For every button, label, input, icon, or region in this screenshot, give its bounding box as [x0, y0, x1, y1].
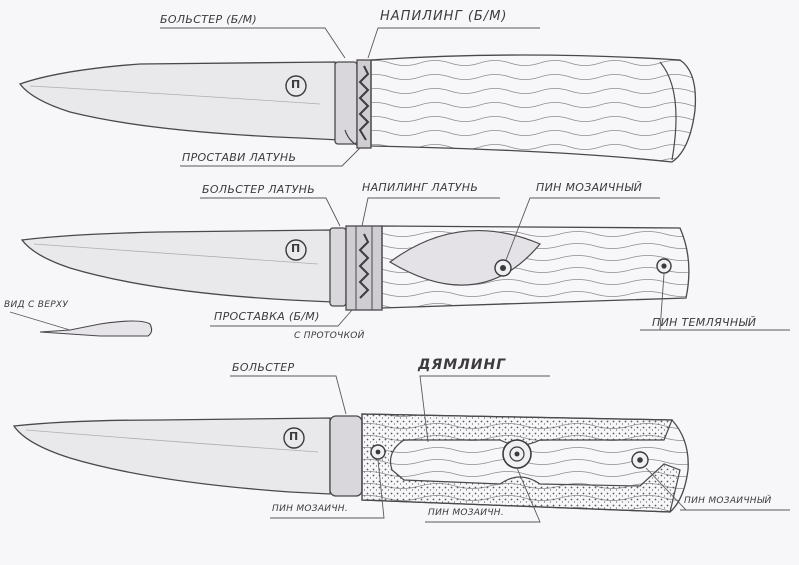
knife-1-spacer-bottom-label: ПРОСТАВИ ЛАТУНЬ — [182, 151, 297, 164]
knife-1-spacer-top-label: НАПИЛИНГ (Б/М) — [380, 9, 508, 24]
knife-3-bolster — [329, 415, 363, 497]
knife-2-mosaic-pin-label: ПИН МОЗАИЧНЫЙ — [536, 181, 643, 194]
knife-3-stamp: П — [289, 430, 299, 443]
knife-2-stamp-circle — [285, 239, 307, 261]
knife-2-top-view-label: ВИД С ВЕРХУ — [4, 300, 69, 310]
knife-2-spacer — [345, 225, 383, 311]
knife-2-stamp: П — [291, 242, 301, 255]
knife-2-spacer-top-label: НАПИЛИНГ ЛАТУНЬ — [362, 181, 479, 194]
knife-2-lanyard-pin-label: ПИН ТЕМЛЯЧНЫЙ — [652, 316, 757, 329]
knife-1-handle — [370, 54, 697, 163]
knife-3-damascus-label: ДЯМЛИНГ — [418, 357, 507, 373]
knife-2-spacer-bottom-sub: С ПРОТОЧКОЙ — [294, 331, 365, 341]
knife-1-stamp: П — [291, 78, 301, 91]
knife-1-bolster-label: БОЛЬСТЕР (Б/М) — [160, 13, 258, 26]
knife-1 — [18, 27, 697, 167]
knife-3-bolster-label: БОЛЬСТЕР — [232, 361, 295, 374]
knife-2-blade — [20, 229, 333, 303]
knife-2-bolster-label: БОЛЬСТЕР ЛАТУНЬ — [202, 183, 316, 196]
knife-2-bolster — [329, 227, 347, 307]
knife-1-blade — [18, 61, 341, 141]
knife-2-spacer-bottom-label: ПРОСТАВКА (Б/М) — [214, 310, 320, 323]
knife-3-pin-right-label: ПИН МОЗАИЧНЫЙ — [684, 496, 772, 506]
knife-3-pin-left-label: ПИН МОЗАИЧН. — [272, 504, 349, 514]
knife-3-pin-center-label: ПИН МОЗАИЧН. — [428, 508, 505, 518]
knife-2-top-view — [39, 320, 153, 337]
knife-3 — [12, 375, 790, 523]
knife-1-stamp-circle — [285, 75, 307, 97]
knife-3-blade — [12, 417, 331, 495]
knife-2 — [9, 197, 790, 337]
knife-3-stamp-circle — [283, 427, 305, 449]
